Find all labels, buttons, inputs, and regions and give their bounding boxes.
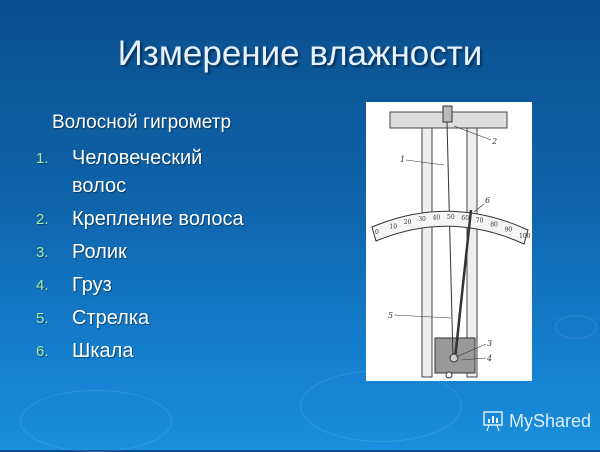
slide-title: Измерение влажности <box>117 34 483 73</box>
callout-label: 2 <box>491 137 497 146</box>
scale-tick-label: 50 <box>447 214 455 221</box>
scale-tick-label: 40 <box>433 214 441 221</box>
left-rail <box>421 127 433 378</box>
callout-label: 3 <box>487 339 492 348</box>
list-item: 5. Стрелка <box>36 302 296 335</box>
roller <box>449 353 459 363</box>
watermark-text: MyShared <box>509 410 592 431</box>
hygrometer-diagram: 0 10 20 30 40 50 60 70 80 90 100 1 2 3 4 5 6 <box>366 102 532 381</box>
scale-tick-label: 70 <box>476 218 484 225</box>
scale-tick-label: 20 <box>404 219 412 226</box>
callout-label: 1 <box>400 155 405 164</box>
list-item: 3. Ролик <box>36 236 296 269</box>
list-number: 4. <box>36 277 49 294</box>
list-number: 1. <box>36 150 49 167</box>
pointer <box>453 209 473 360</box>
scale-tick-label: 60 <box>461 215 469 222</box>
list-label: Стрелка <box>72 307 150 329</box>
callout-label: 6 <box>485 196 490 205</box>
list-label: Шкала <box>72 340 134 362</box>
list-item: 2. Крепление волоса <box>36 203 296 236</box>
scale-tick-label: 80 <box>490 221 498 228</box>
scale-tick-label: 90 <box>505 226 513 233</box>
list-number: 3. <box>36 244 49 261</box>
list-item: 6. Шкала <box>36 335 296 368</box>
list-label: Крепление волоса <box>72 208 244 230</box>
list-number: 5. <box>36 310 49 327</box>
background-ripple <box>555 315 597 339</box>
weight <box>445 371 453 379</box>
scale-arc <box>371 210 529 245</box>
list-label: Человеческий волос <box>72 147 203 197</box>
hair <box>446 121 454 359</box>
slide-subtitle: Волосной гигрометр <box>52 112 232 133</box>
parts-list: 1.Человеческий волос 2.Крепление волоса … <box>36 142 296 368</box>
background-ripple <box>20 390 172 452</box>
callout-label: 4 <box>486 354 492 363</box>
scale-tick-label: 10 <box>389 223 397 230</box>
watermark: MyShared <box>482 410 591 432</box>
list-number: 6. <box>36 343 49 360</box>
list-item: 1. Человеческий волос <box>36 142 296 203</box>
list-label: Ролик <box>72 241 127 263</box>
list-number: 2. <box>36 211 49 228</box>
list-label: Груз <box>72 274 112 296</box>
scale-tick-label: 0 <box>375 229 379 236</box>
scale-tick-label: 30 <box>418 216 426 223</box>
hair-mount <box>442 105 453 123</box>
presentation-board-icon <box>483 411 503 432</box>
list-item: 4. Груз <box>36 269 296 302</box>
base-block <box>434 337 476 374</box>
callout-label: 5 <box>388 311 393 320</box>
scale-tick-label: 100 <box>519 233 531 240</box>
